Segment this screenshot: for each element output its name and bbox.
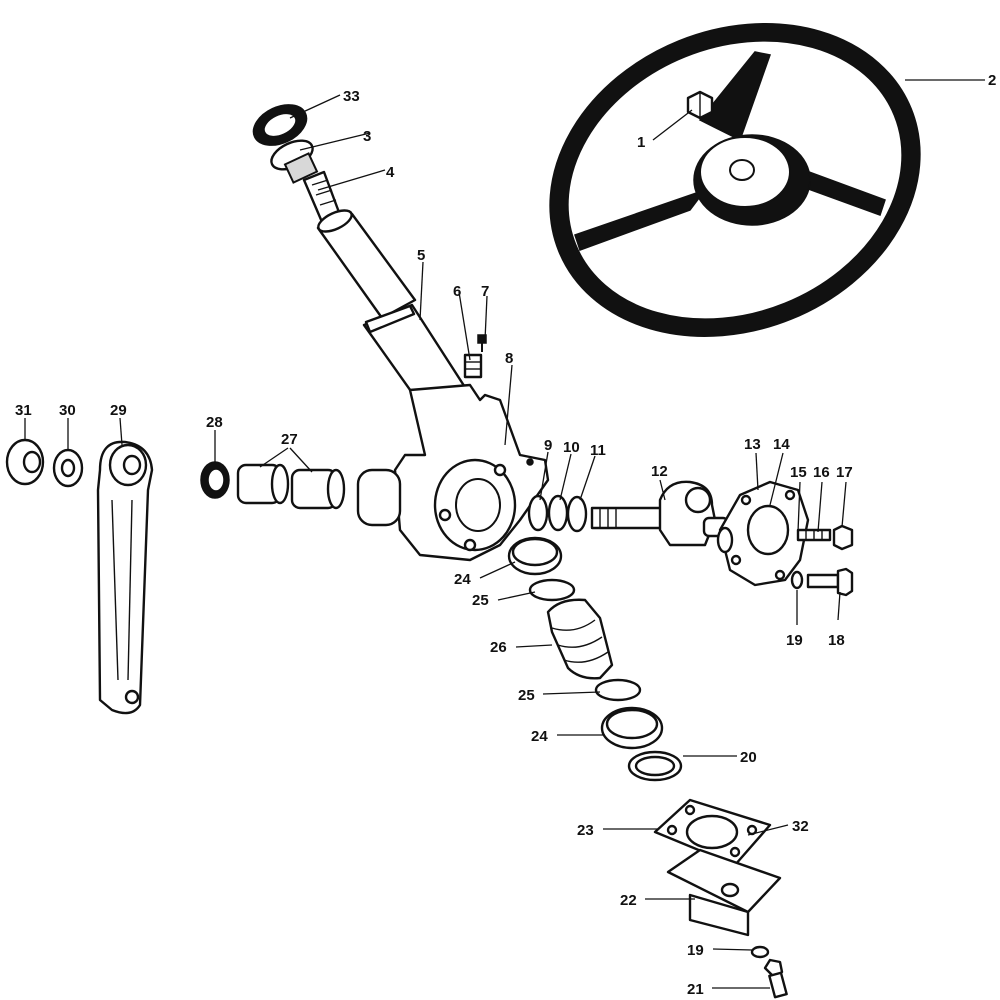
rocker-shaft-part [590, 480, 730, 547]
label-20: 20 [740, 749, 757, 766]
label-23: 23 [577, 822, 594, 839]
drop-arm-washer-part [52, 448, 84, 488]
end-cover-part [666, 848, 782, 937]
label-10: 10 [563, 439, 580, 456]
oil-seal-part [200, 461, 230, 499]
label-18: 18 [828, 632, 845, 649]
leader-lines [24, 79, 985, 989]
side-cover-bolt-part [790, 567, 854, 597]
label-19-side: 19 [786, 632, 803, 649]
label-6: 6 [453, 283, 461, 300]
shim-ring-part [627, 750, 683, 782]
label-24-lower: 24 [531, 728, 548, 745]
label-17: 17 [836, 464, 853, 481]
label-33: 33 [343, 88, 360, 105]
bearing-cup-part [507, 536, 563, 576]
ball-race-part [528, 578, 642, 702]
label-1: 1 [637, 134, 645, 151]
label-7: 7 [481, 283, 489, 300]
label-31: 31 [15, 402, 32, 419]
label-9: 9 [544, 437, 552, 454]
adjuster-screw-part [796, 524, 854, 551]
label-28: 28 [206, 414, 223, 431]
label-24-upper: 24 [454, 571, 471, 588]
steering-wheel-nut-part [686, 90, 714, 120]
filler-plug-part [463, 353, 483, 379]
label-2: 2 [988, 72, 996, 89]
end-plate-gasket-part [653, 798, 772, 867]
label-3: 3 [363, 128, 371, 145]
label-25-upper: 25 [472, 592, 489, 609]
label-27: 27 [281, 431, 298, 448]
label-14: 14 [773, 436, 790, 453]
steering-wheel-part [549, 23, 921, 337]
label-12: 12 [651, 463, 668, 480]
label-30: 30 [59, 402, 76, 419]
label-16: 16 [813, 464, 830, 481]
label-32: 32 [792, 818, 809, 835]
label-11: 11 [590, 442, 606, 459]
drop-arm-part [5, 438, 45, 486]
rocker-shaft-bush-part [236, 463, 346, 510]
steering-worm-part [546, 598, 614, 680]
column-top-cap-part [252, 104, 308, 146]
end-cover-bolt-part [750, 945, 788, 999]
label-4: 4 [386, 164, 395, 181]
label-15: 15 [790, 464, 807, 481]
label-29: 29 [110, 402, 127, 419]
label-22: 22 [620, 892, 637, 909]
filler-screw-part [477, 334, 487, 352]
label-21: 21 [687, 981, 704, 998]
column-bush-part [270, 139, 319, 184]
label-13: 13 [744, 436, 761, 453]
label-5: 5 [417, 247, 425, 264]
label-26: 26 [490, 639, 507, 656]
label-19-bottom: 19 [687, 942, 704, 959]
side-cover-part [716, 480, 810, 587]
lower-bearing-cup-part [600, 706, 664, 750]
drop-arm-lever-part [96, 440, 154, 715]
label-8: 8 [505, 350, 513, 367]
label-25-lower: 25 [518, 687, 535, 704]
shim-rings-part [527, 494, 588, 533]
gearbox-housing-part [356, 383, 550, 562]
